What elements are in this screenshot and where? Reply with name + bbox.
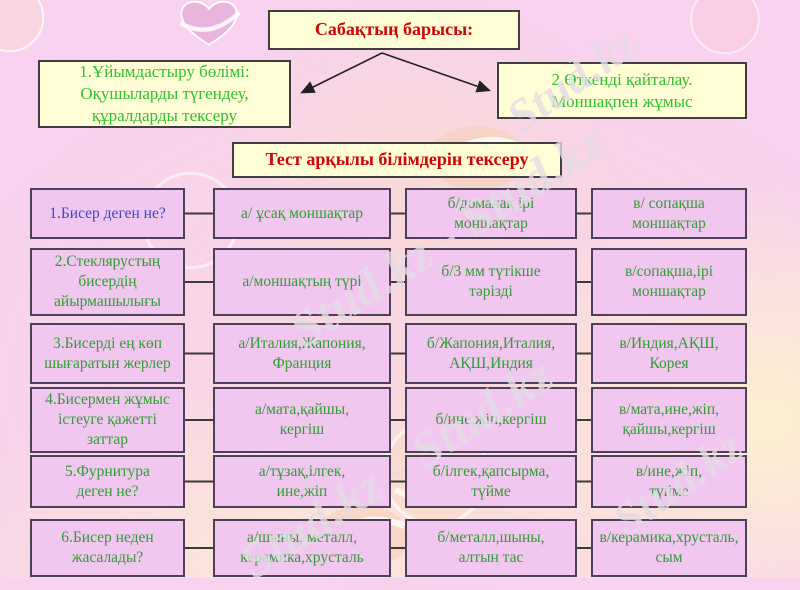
slide-title: Сабақтың барысы: [268,10,520,50]
quiz-answer-6b: б/металл,шыны, алтын тас [405,519,577,577]
quiz-answer-4v: в/мата,ине,жіп, қайшы,кергіш [591,387,747,453]
quiz-question-2: 2.Стеклярустың бисердің айырмашылығы [30,248,185,316]
quiz-answer-6a: а/шыны, металл, керамика,хрусталь [213,519,391,577]
quiz-answer-3a: а/Италия,Жапония, Франция [213,323,391,384]
swirl-logo-icon [179,0,241,46]
quiz-answer-3v: в/Индия,АҚШ, Корея [591,323,747,384]
quiz-answer-6v: в/керамика,хрусталь, сым [591,519,747,577]
quiz-answer-1a: а/ ұсақ моншақтар [213,188,391,239]
repeat-section-box: 2.Өткенді қайталау. Моншақпен жұмыс [497,62,747,119]
arrow-to-repeat-box [381,52,492,93]
quiz-question-3: 3.Бисерді ең көп шығаратын жерлер [30,323,185,384]
test-title-box: Тест арқылы білімдерін тексеру [232,142,562,178]
quiz-answer-2v: в/сопақша,ірі моншақтар [591,248,747,316]
quiz-answer-4b: б/ине,жіп,кергіш [405,387,577,453]
quiz-question-6: 6.Бисер неден жасалады? [30,519,185,577]
quiz-answer-1v: в/ сопақша моншақтар [591,188,747,239]
quiz-answer-5b: б/ілгек,қапсырма, түйме [405,455,577,508]
quiz-answer-4a: а/мата,қайшы, кергіш [213,387,391,453]
quiz-question-1: 1.Бисер деген не? [30,188,185,239]
quiz-answer-1b: б/домалақ ірі моншақтар [405,188,577,239]
quiz-answer-2a: а/моншақтың түрі [213,248,391,316]
quiz-answer-5a: а/тұзақ,ілгек, ине,жіп [213,455,391,508]
quiz-question-5: 5.Фурнитура деген не? [30,455,185,508]
blob-icon [690,0,760,55]
quiz-question-4: 4.Бисермен жұмыс істеуге қажетті заттар [30,387,185,453]
arrow-to-org-box [300,52,383,94]
circle-swirl-icon [0,0,45,53]
quiz-answer-5v: в/ине,жіп, түйме [591,455,747,508]
quiz-answer-2b: б/3 мм түтікше тәрізді [405,248,577,316]
org-section-box: 1.Ұйымдастыру бөлімі: Оқушыларды түгенде… [38,60,291,128]
quiz-answer-3b: б/Жапония,Италия, АҚШ,Индия [405,323,577,384]
